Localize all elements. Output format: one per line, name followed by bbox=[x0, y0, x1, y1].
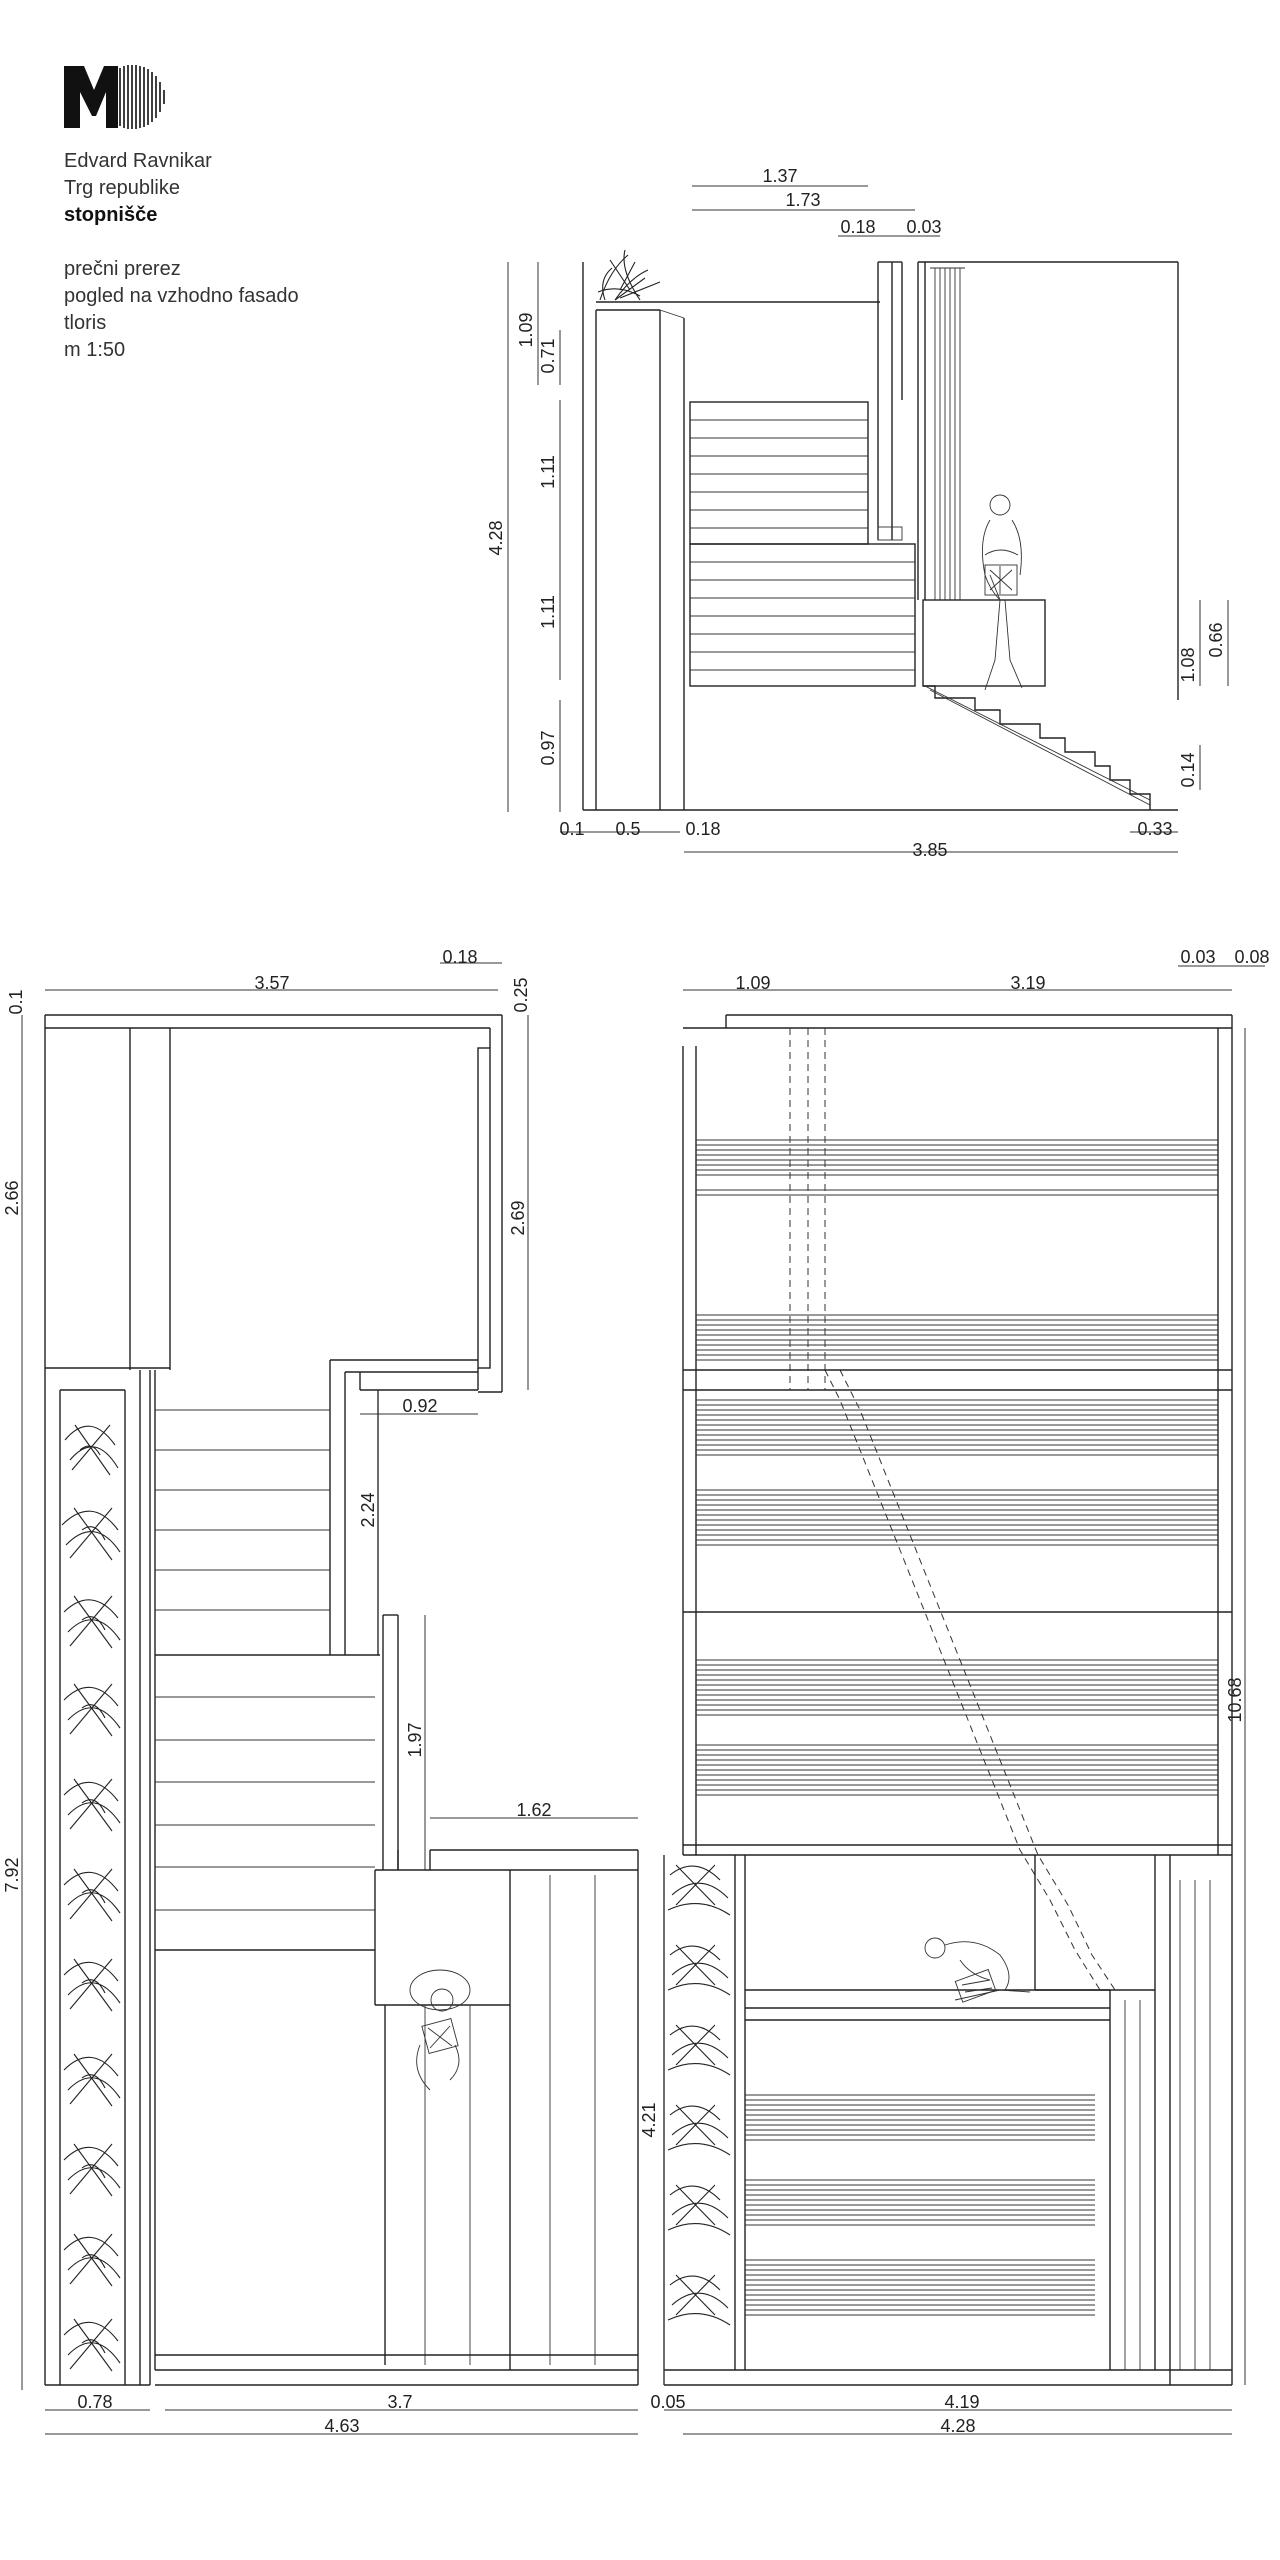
dim-label: 0.5 bbox=[615, 819, 640, 839]
dim-label: 2.66 bbox=[2, 1180, 22, 1215]
dim-label: 0.71 bbox=[538, 338, 558, 373]
seated-figure bbox=[981, 494, 1023, 691]
dim-label: 0.03 bbox=[1180, 947, 1215, 967]
slat-band bbox=[683, 1489, 1232, 1613]
mo-logo bbox=[64, 65, 165, 129]
cross-section: 1.37 1.73 0.18 0.03 4.28 1.09 0.71 1.11 … bbox=[486, 166, 1229, 860]
dim-label: 0.05 bbox=[650, 2392, 685, 2412]
dim-label: 0.18 bbox=[840, 217, 875, 237]
drawing-subject: stopnišče bbox=[64, 204, 158, 226]
dim-label: 10.68 bbox=[1225, 1677, 1245, 1722]
dim-label: 4.21 bbox=[639, 2102, 659, 2137]
author-name: Edvard Ravnikar bbox=[64, 150, 212, 172]
east-facade: 0.03 0.08 1.09 3.19 10.68 bbox=[639, 947, 1270, 2436]
plant-drawing bbox=[667, 1864, 731, 2326]
dim-label: 1.11 bbox=[538, 595, 558, 629]
dim-label: 4.28 bbox=[940, 2416, 975, 2436]
dim-label: 3.57 bbox=[254, 973, 289, 993]
dim-label: 0.25 bbox=[511, 977, 531, 1012]
seated-figure bbox=[924, 1937, 1031, 2003]
slat-band bbox=[696, 1744, 1218, 1796]
slat-band bbox=[696, 1399, 1218, 1456]
plant-drawing bbox=[597, 249, 661, 301]
dim-label: 4.19 bbox=[944, 2392, 979, 2412]
slat-band bbox=[745, 2094, 1095, 2141]
slat-band bbox=[745, 2179, 1095, 2226]
dim-label: 1.73 bbox=[785, 190, 820, 210]
legend-item: prečni prerez bbox=[64, 258, 181, 280]
dim-label: 0.1 bbox=[6, 989, 26, 1014]
legend-item: m 1:50 bbox=[64, 339, 126, 361]
dim-label: 0.14 bbox=[1178, 752, 1198, 787]
dim-label: 3.85 bbox=[912, 840, 947, 860]
dim-label: 1.09 bbox=[516, 312, 536, 347]
dim-label: 1.08 bbox=[1178, 647, 1198, 682]
dim-label: 0.33 bbox=[1137, 819, 1172, 839]
dim-label: 0.97 bbox=[538, 730, 558, 765]
seated-figure bbox=[409, 1969, 471, 2091]
slat-band bbox=[696, 1139, 1218, 1196]
slat-band bbox=[683, 1314, 1232, 1391]
dim-label: 7.92 bbox=[2, 1857, 22, 1892]
dim-label: 4.63 bbox=[324, 2416, 359, 2436]
slat-band bbox=[696, 1659, 1218, 1716]
dim-label: 3.7 bbox=[387, 2392, 412, 2412]
dim-label: 0.92 bbox=[402, 1396, 437, 1416]
dim-label: 0.18 bbox=[442, 947, 477, 967]
dim-label: 1.37 bbox=[762, 166, 797, 186]
dim-label: 0.78 bbox=[77, 2392, 112, 2412]
floor-plan: 0.18 3.57 0.1 0.25 2.66 7.92 2.69 bbox=[2, 947, 639, 2436]
dim-label: 0.18 bbox=[685, 819, 720, 839]
dim-label: 0.03 bbox=[906, 217, 941, 237]
dim-label: 1.09 bbox=[735, 973, 770, 993]
place-name: Trg republike bbox=[64, 177, 180, 199]
dim-label: 2.24 bbox=[358, 1492, 378, 1527]
dim-label: 0.1 bbox=[559, 819, 584, 839]
dim-label: 2.69 bbox=[508, 1200, 528, 1235]
dim-label: 1.97 bbox=[405, 1722, 425, 1757]
dim-label: 0.66 bbox=[1206, 622, 1226, 657]
legend-item: tloris bbox=[64, 312, 107, 334]
legend-item: pogled na vzhodno fasado bbox=[64, 285, 299, 307]
dim-label: 1.11 bbox=[538, 455, 558, 489]
dim-label: 4.28 bbox=[486, 520, 506, 555]
dim-label: 0.08 bbox=[1234, 947, 1269, 967]
dim-label: 3.19 bbox=[1010, 973, 1045, 993]
title-block: Edvard Ravnikar Trg republike stopnišče … bbox=[64, 148, 299, 364]
slat-band bbox=[745, 2259, 1095, 2316]
dim-label: 1.62 bbox=[516, 1800, 551, 1820]
plant-drawing bbox=[61, 1424, 121, 2372]
